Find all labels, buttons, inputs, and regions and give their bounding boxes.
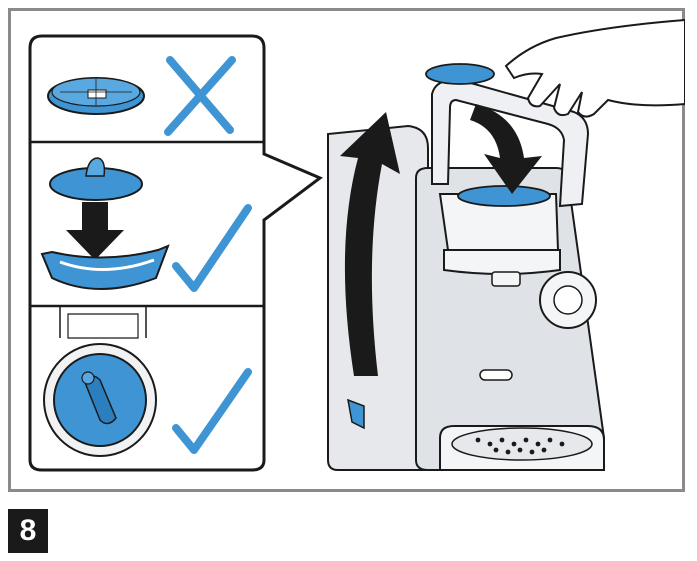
curved-up-arrow-icon [340,112,400,376]
check-icon [172,368,252,454]
disc-holder [40,244,170,290]
instruction-illustration [28,18,685,472]
cross-icon [164,56,236,136]
disc-correct-orientation [49,157,143,201]
down-arrow-icon [66,202,124,260]
step-number-badge: 8 [8,509,48,553]
check-icon [172,204,252,292]
hand-holding-disc [425,18,685,118]
lid-closed-detail [43,306,157,457]
curved-down-arrow-icon [470,104,542,194]
disc-wrong-orientation [47,77,145,115]
